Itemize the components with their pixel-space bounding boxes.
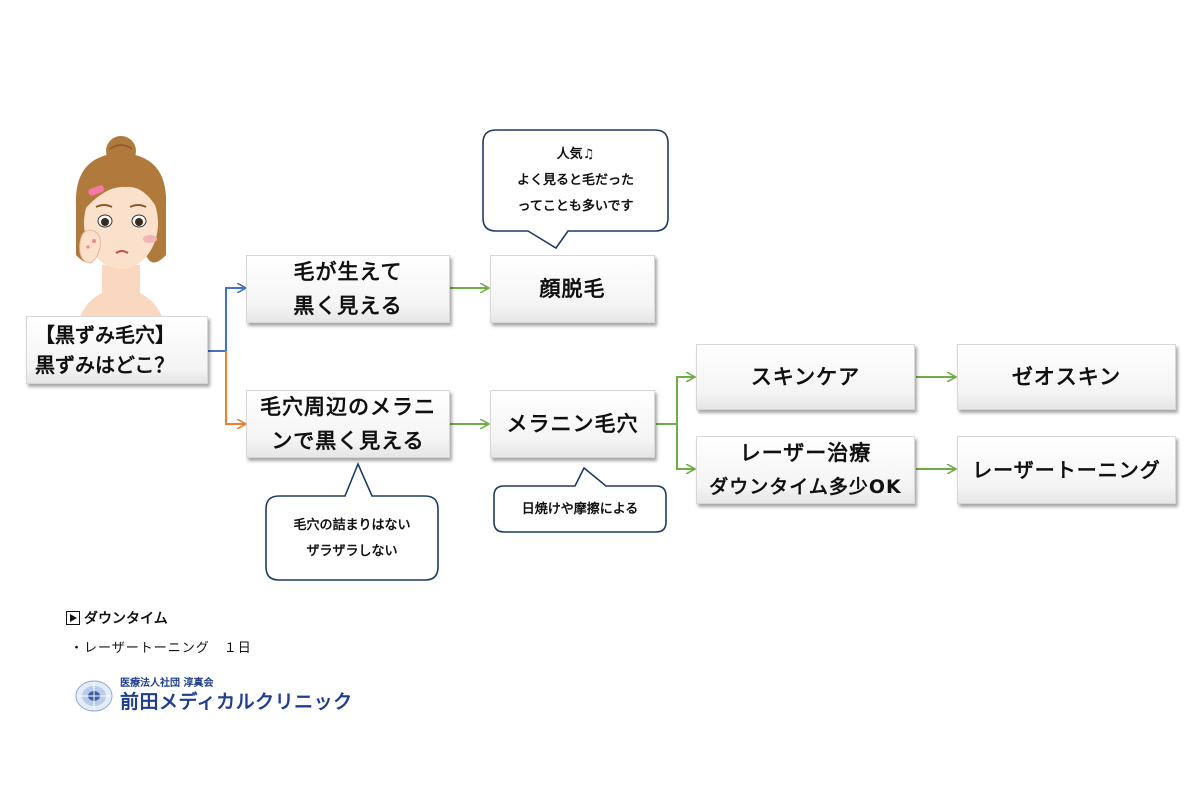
node-face-hair-removal: 顔脱毛 (490, 255, 655, 323)
node-laser-toning: レーザートーニング (957, 436, 1176, 504)
title-line2: 黒ずみはどこ？ (35, 353, 175, 377)
bubble-popular-outline (482, 129, 669, 250)
node-hair-visible-line2: 黒く見える (293, 294, 403, 318)
arrow-to-skincare (656, 377, 694, 425)
node-melanin-pore: メラニン毛穴 (490, 390, 655, 458)
node-skincare-label: スキンケア (750, 365, 861, 389)
play-icon (66, 611, 80, 625)
bubble-no-clog: 毛穴の詰まりはない ザラザラしない (266, 510, 438, 568)
title-line1: 【黒ずみ毛穴】 (35, 323, 175, 347)
clinic-subtitle: 医療法人社団 淳真会 (120, 678, 214, 689)
bubble-popular-line3: ってことも多いです (517, 199, 634, 214)
bubble-sunburn-outline (493, 466, 667, 533)
worried-woman-illustration (75, 136, 167, 317)
node-laser-toning-label: レーザートーニング (972, 458, 1161, 482)
arrow-to-laser-treatment (676, 424, 694, 469)
bubble-popular-line1: 人気♫ (556, 147, 595, 162)
node-face-hair-removal-label: 顔脱毛 (539, 277, 606, 301)
arrow-to-hair-visible (225, 288, 245, 351)
bubble-no-clog-outline (265, 461, 439, 581)
node-skincare: スキンケア (696, 344, 915, 410)
node-zo-skin-label: ゼオスキン (1011, 365, 1122, 389)
node-laser-treatment-line2: ダウンタイム多少OK (709, 476, 902, 498)
node-laser-treatment-line1: レーザー治療 (739, 441, 872, 465)
node-hair-visible: 毛が生えて 黒く見える (246, 255, 450, 323)
downtime-heading-row: ダウンタイム (66, 608, 168, 628)
downtime-item: ・レーザートーニング １日 (70, 641, 252, 656)
clinic-logo: 医療法人社団 淳真会 前田メディカルクリニック (74, 678, 353, 714)
node-zo-skin: ゼオスキン (957, 344, 1176, 410)
downtime-heading: ダウンタイム (84, 611, 168, 627)
node-laser-treatment: レーザー治療 ダウンタイム多少OK (696, 436, 915, 504)
node-hair-visible-line1: 毛が生えて (293, 260, 403, 284)
bubble-sunburn-line1: 日焼けや摩擦による (521, 502, 639, 517)
node-melanin-pore-label: メラニン毛穴 (506, 412, 639, 436)
node-melanin-around-line1: 毛穴周辺のメラニ (260, 395, 436, 419)
bubble-popular: 人気♫ よく見ると毛だった ってことも多いです (483, 140, 668, 222)
clinic-emblem-icon (75, 680, 113, 712)
bubble-popular-line2: よく見ると毛だった (516, 173, 634, 188)
bubble-no-clog-line2: ザラザラしない (306, 544, 398, 559)
title-box: 【黒ずみ毛穴】 黒ずみはどこ？ (26, 316, 208, 384)
node-melanin-around-pore: 毛穴周辺のメラニ ンで黒く見える (246, 390, 450, 458)
bubble-sunburn: 日焼けや摩擦による (494, 490, 666, 530)
clinic-name: 前田メディカルクリニック (120, 691, 353, 713)
bubble-no-clog-line1: 毛穴の詰まりはない (293, 518, 411, 533)
arrow-to-melanin-around (225, 351, 245, 424)
node-melanin-around-line2: ンで黒く見える (271, 429, 425, 453)
